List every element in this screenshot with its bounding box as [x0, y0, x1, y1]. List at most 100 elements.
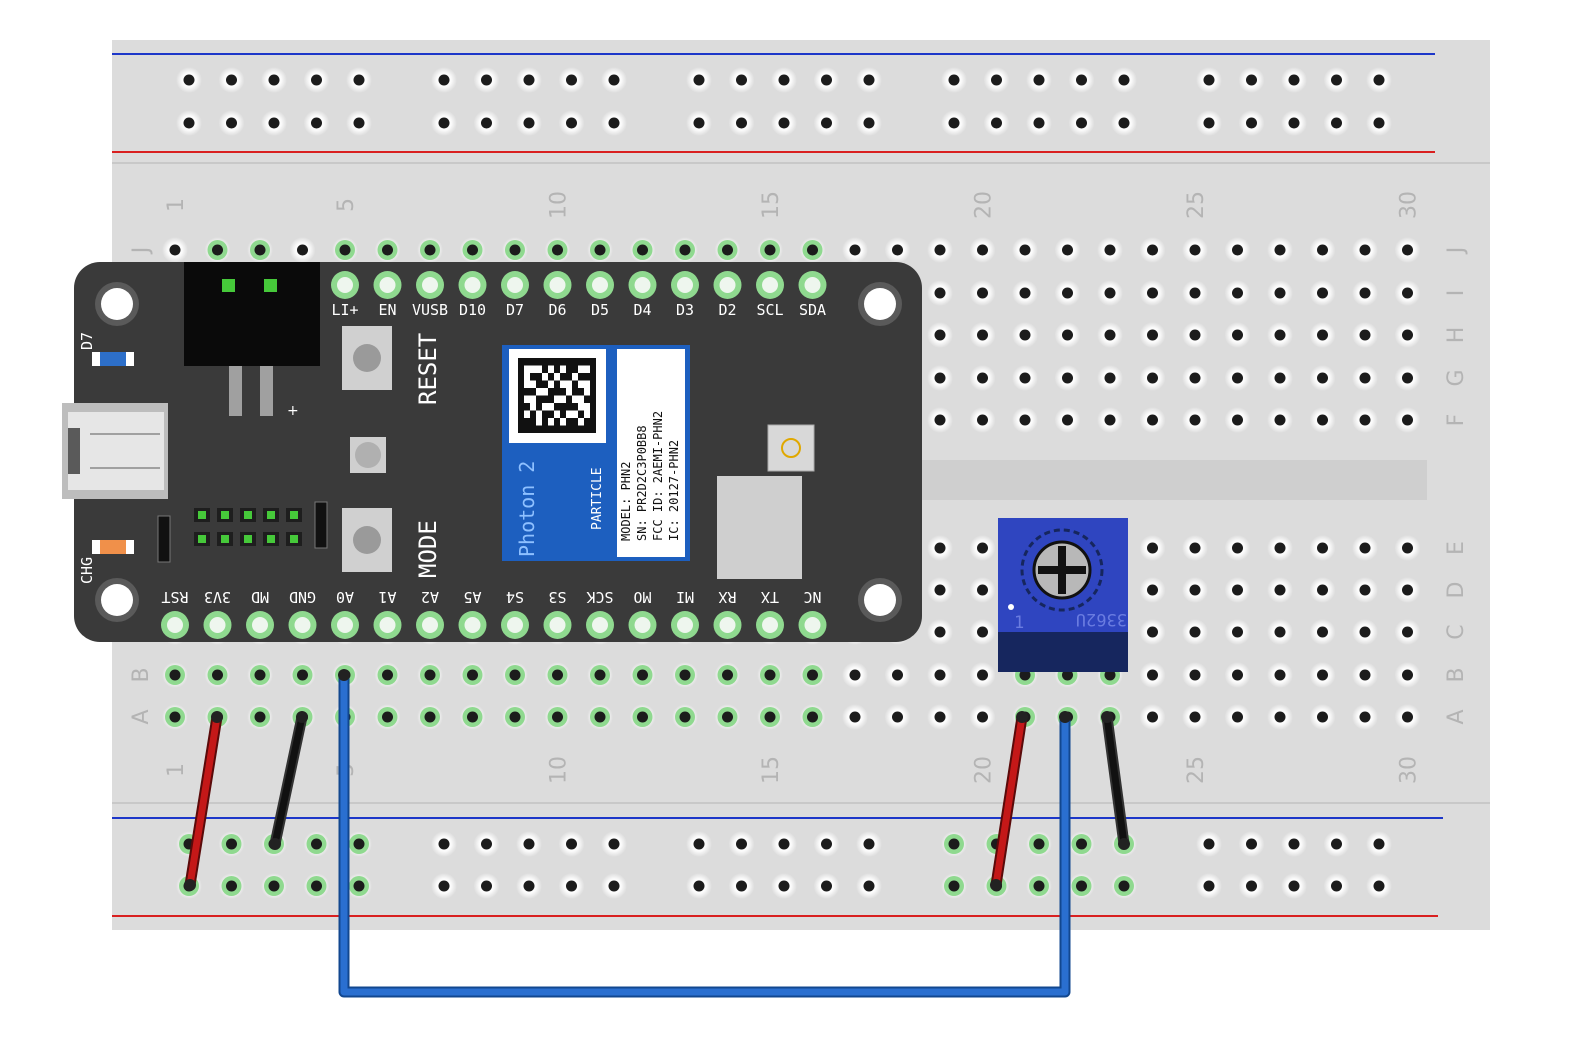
breadboard-hole[interactable] [339, 244, 351, 256]
breadboard-hole[interactable] [566, 880, 577, 892]
breadboard-hole[interactable] [169, 244, 181, 256]
breadboard-hole[interactable] [1274, 584, 1286, 596]
breadboard-hole[interactable] [608, 74, 620, 86]
breadboard-hole[interactable] [1203, 880, 1215, 892]
breadboard-hole[interactable] [438, 880, 450, 892]
breadboard-hole[interactable] [934, 711, 946, 723]
breadboard-hole[interactable] [1402, 414, 1413, 426]
breadboard-hole[interactable] [1147, 584, 1158, 596]
breadboard-hole[interactable] [1359, 329, 1371, 341]
breadboard-hole[interactable] [1147, 414, 1158, 426]
breadboard-hole[interactable] [1189, 542, 1201, 554]
mode-button-cap[interactable] [353, 526, 381, 554]
breadboard-hole[interactable] [1359, 414, 1371, 426]
breadboard-hole[interactable] [1189, 372, 1201, 384]
breadboard-hole[interactable] [948, 880, 960, 892]
breadboard-hole[interactable] [934, 584, 946, 596]
breadboard-hole[interactable] [353, 117, 365, 129]
breadboard-hole[interactable] [778, 74, 790, 86]
breadboard-hole[interactable] [977, 711, 988, 723]
breadboard-hole[interactable] [1147, 626, 1158, 638]
breadboard-hole[interactable] [1402, 584, 1413, 596]
breadboard-hole[interactable] [977, 287, 988, 299]
breadboard-hole[interactable] [1062, 414, 1073, 426]
breadboard-hole[interactable] [807, 244, 818, 256]
breadboard-hole[interactable] [1232, 329, 1243, 341]
breadboard-hole[interactable] [1359, 711, 1371, 723]
breadboard-hole[interactable] [977, 372, 988, 384]
breadboard-hole[interactable] [1402, 711, 1413, 723]
breadboard-hole[interactable] [1189, 414, 1201, 426]
breadboard-hole[interactable] [1076, 838, 1087, 850]
breadboard-hole[interactable] [637, 669, 648, 681]
breadboard-hole[interactable] [1104, 414, 1116, 426]
breadboard-hole[interactable] [552, 244, 563, 256]
breadboard-hole[interactable] [1317, 584, 1328, 596]
breadboard-hole[interactable] [1373, 880, 1385, 892]
breadboard-hole[interactable] [977, 244, 988, 256]
breadboard-hole[interactable] [268, 880, 280, 892]
breadboard-hole[interactable] [1246, 74, 1257, 86]
breadboard-hole[interactable] [1232, 542, 1243, 554]
breadboard-hole[interactable] [977, 542, 988, 554]
breadboard-hole[interactable] [226, 117, 237, 129]
breadboard-hole[interactable] [679, 669, 691, 681]
breadboard-hole[interactable] [1274, 542, 1286, 554]
breadboard-hole[interactable] [1317, 414, 1328, 426]
breadboard-hole[interactable] [807, 711, 818, 723]
breadboard-hole[interactable] [1189, 711, 1201, 723]
breadboard-hole[interactable] [353, 74, 365, 86]
breadboard-hole[interactable] [934, 626, 946, 638]
breadboard-hole[interactable] [1274, 329, 1286, 341]
breadboard-hole[interactable] [467, 669, 478, 681]
breadboard-hole[interactable] [736, 74, 747, 86]
breadboard-hole[interactable] [1203, 74, 1215, 86]
breadboard-hole[interactable] [481, 117, 492, 129]
breadboard-hole[interactable] [311, 880, 322, 892]
breadboard-hole[interactable] [1019, 372, 1031, 384]
breadboard-hole[interactable] [509, 244, 521, 256]
breadboard-hole[interactable] [169, 669, 181, 681]
breadboard-hole[interactable] [693, 838, 705, 850]
breadboard-hole[interactable] [438, 838, 450, 850]
breadboard-hole[interactable] [1331, 74, 1342, 86]
breadboard-hole[interactable] [1246, 838, 1257, 850]
breadboard-hole[interactable] [297, 669, 308, 681]
breadboard-hole[interactable] [382, 669, 393, 681]
breadboard-hole[interactable] [1246, 880, 1257, 892]
breadboard-hole[interactable] [1246, 117, 1257, 129]
breadboard-hole[interactable] [552, 669, 563, 681]
breadboard-hole[interactable] [1104, 372, 1116, 384]
breadboard-hole[interactable] [1118, 74, 1130, 86]
breadboard-hole[interactable] [1373, 117, 1385, 129]
breadboard-hole[interactable] [892, 669, 903, 681]
breadboard-hole[interactable] [523, 880, 535, 892]
breadboard-hole[interactable] [1402, 372, 1413, 384]
breadboard-hole[interactable] [1232, 711, 1243, 723]
breadboard-hole[interactable] [1118, 117, 1130, 129]
breadboard-hole[interactable] [1274, 244, 1286, 256]
breadboard-hole[interactable] [1033, 880, 1045, 892]
breadboard-hole[interactable] [722, 711, 733, 723]
breadboard-hole[interactable] [821, 880, 832, 892]
breadboard-hole[interactable] [736, 838, 747, 850]
breadboard-hole[interactable] [1274, 414, 1286, 426]
breadboard-hole[interactable] [1402, 287, 1413, 299]
breadboard-hole[interactable] [467, 711, 478, 723]
breadboard-hole[interactable] [523, 117, 535, 129]
breadboard-hole[interactable] [849, 711, 861, 723]
breadboard-hole[interactable] [481, 838, 492, 850]
breadboard-hole[interactable] [254, 669, 266, 681]
breadboard-hole[interactable] [1331, 117, 1342, 129]
breadboard-hole[interactable] [1019, 244, 1031, 256]
breadboard-hole[interactable] [212, 669, 223, 681]
breadboard-hole[interactable] [1317, 542, 1328, 554]
breadboard-hole[interactable] [1359, 542, 1371, 554]
breadboard-hole[interactable] [1203, 117, 1215, 129]
breadboard-hole[interactable] [1147, 711, 1158, 723]
breadboard-hole[interactable] [1402, 669, 1413, 681]
breadboard-hole[interactable] [863, 880, 875, 892]
breadboard-hole[interactable] [608, 117, 620, 129]
breadboard-hole[interactable] [977, 626, 988, 638]
breadboard-hole[interactable] [778, 117, 790, 129]
